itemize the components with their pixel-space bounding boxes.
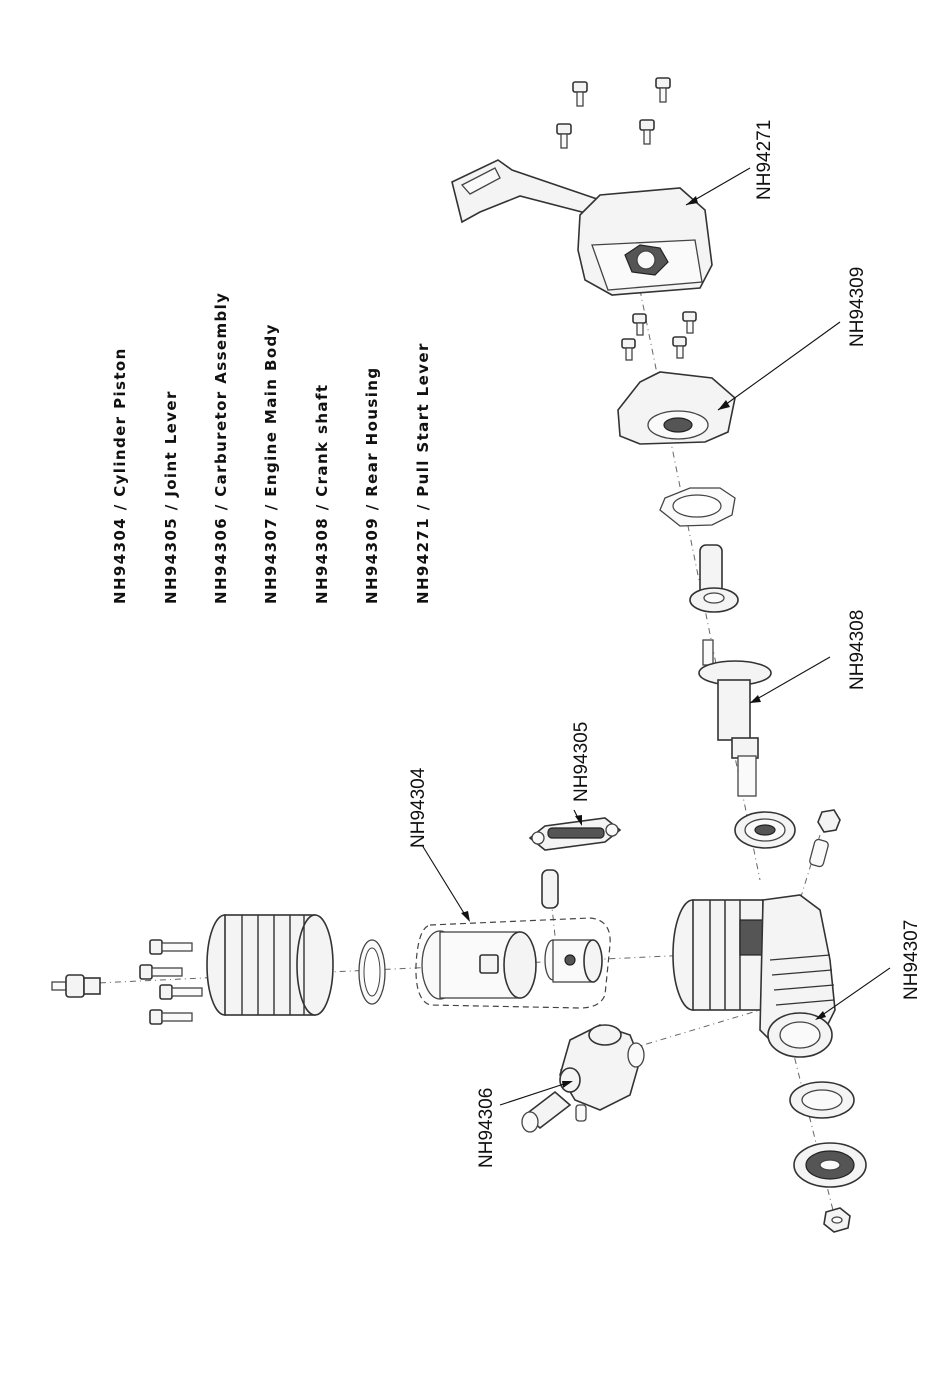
joint-lever-part <box>530 818 620 850</box>
screw-icon <box>640 120 654 144</box>
legend-item-2: NH94305 / Joint Lever <box>162 390 180 604</box>
head-gasket-part <box>359 940 385 1004</box>
housing-screws <box>557 78 670 148</box>
legend-item-5: NH94308 / Crank shaft <box>313 384 331 604</box>
screw-icon <box>656 78 670 102</box>
callout-nh94304: NH94304 <box>408 767 429 848</box>
nut-bolt-part <box>809 810 840 867</box>
bolt-icon <box>150 940 192 954</box>
bolt-icon <box>160 985 202 999</box>
cylinder-piston-part <box>416 918 610 1008</box>
rear-housing-part <box>618 372 735 444</box>
engine-main-body-part <box>673 895 835 1057</box>
bolt-icon <box>140 965 182 979</box>
crank-collar-part <box>690 545 738 612</box>
carburetor-part <box>522 1025 644 1132</box>
gasket-part <box>660 488 735 526</box>
crank-shaft-part <box>699 640 771 796</box>
callout-nh94307: NH94307 <box>901 920 922 1000</box>
bolt-icon <box>150 1010 192 1024</box>
front-bearing-part <box>790 1082 854 1118</box>
legend-item-4: NH94307 / Engine Main Body <box>262 323 280 604</box>
legend-item-1: NH94304 / Cylinder Piston <box>111 347 129 604</box>
drive-washer-part <box>794 1143 866 1187</box>
screw-icon <box>633 314 646 335</box>
screw-icon <box>683 312 696 333</box>
piston-pin-part <box>542 870 558 908</box>
cylinder-head-part <box>207 915 333 1015</box>
legend-item-7: NH94271 / Pull Start Lever <box>414 342 432 604</box>
legend-item-6: NH94309 / Rear Housing <box>363 366 381 604</box>
head-bolts <box>140 940 202 1024</box>
glow-plug-part <box>52 975 100 997</box>
callout-nh94306: NH94306 <box>476 1088 497 1168</box>
bearing-part <box>735 812 795 848</box>
screw-icon <box>673 337 686 358</box>
callout-nh94308: NH94308 <box>847 610 868 690</box>
screw-icon <box>622 339 635 360</box>
callout-nh94271: NH94271 <box>754 120 775 200</box>
screw-icon <box>573 82 587 106</box>
callout-nh94305: NH94305 <box>571 722 592 802</box>
rear-housing-screws <box>622 312 696 360</box>
legend-item-3: NH94306 / Carburetor Assembly <box>212 292 230 604</box>
parts-legend: NH94304 / Cylinder Piston NH94305 / Join… <box>111 292 432 604</box>
screw-icon <box>557 124 571 148</box>
front-nut-part <box>824 1208 850 1232</box>
callout-nh94309: NH94309 <box>847 267 868 347</box>
pull-start-housing <box>452 160 712 295</box>
